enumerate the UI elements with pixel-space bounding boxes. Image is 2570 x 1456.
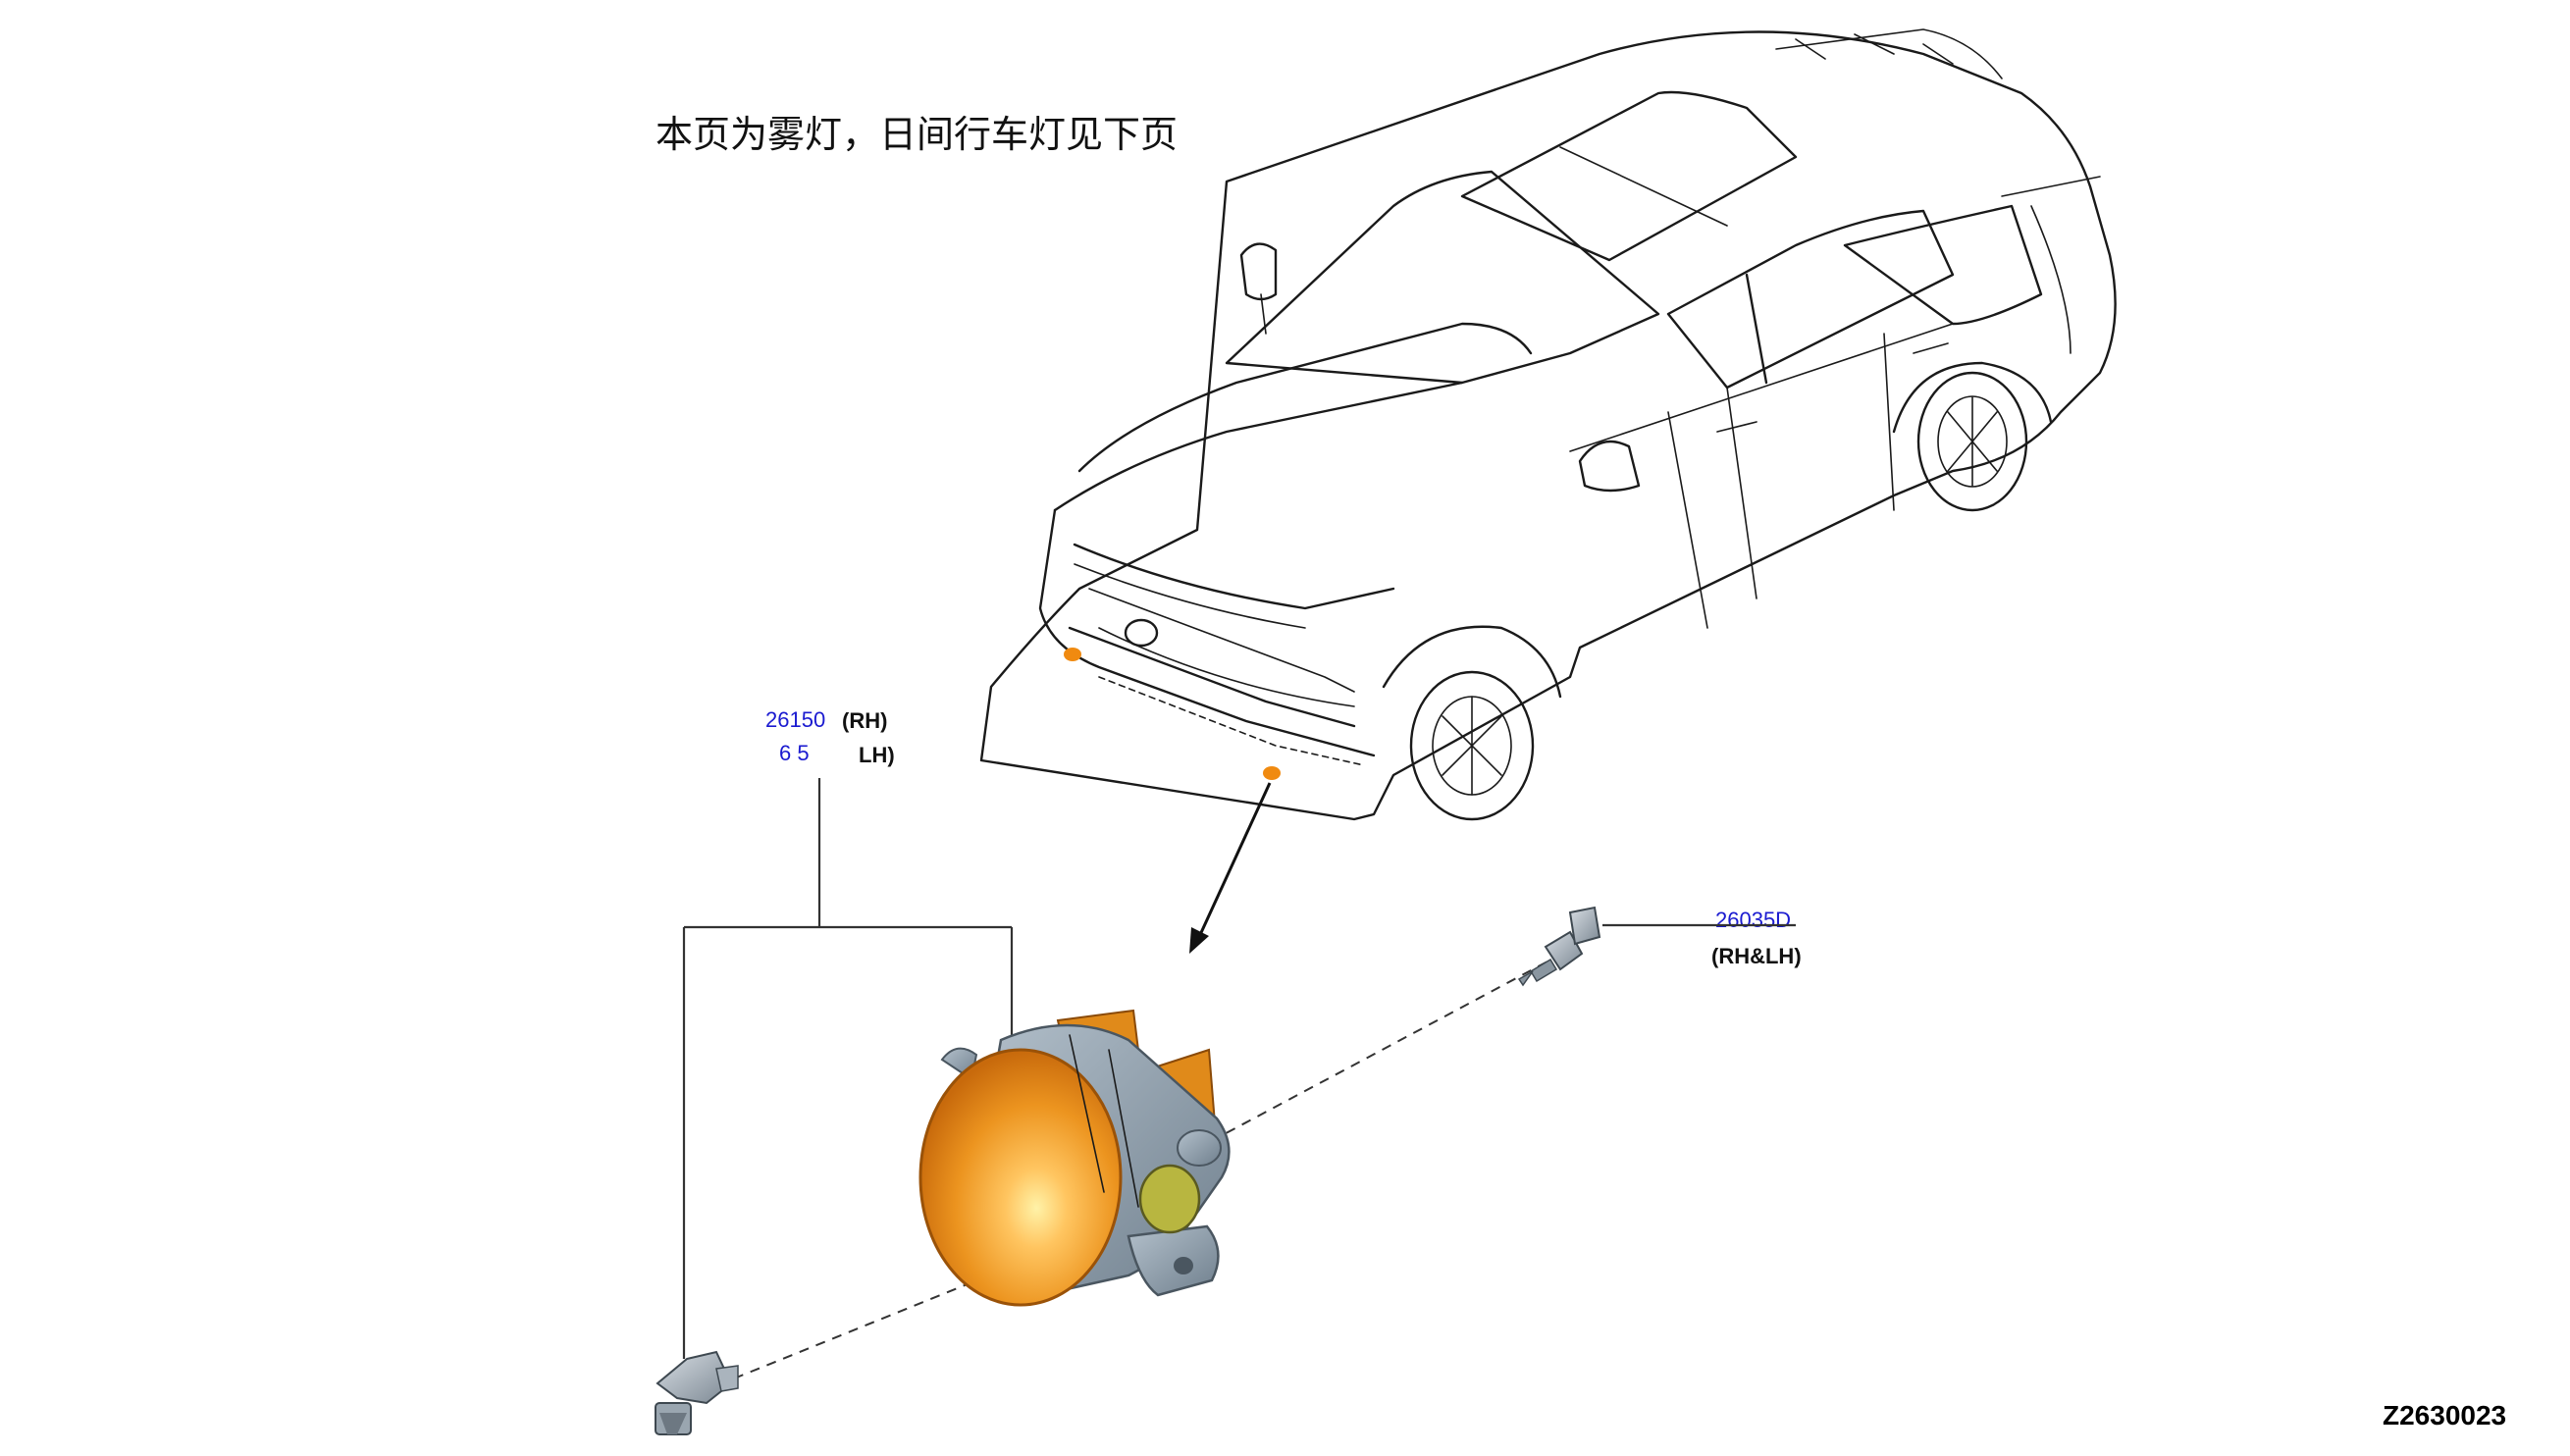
fog-lamp-part-number-2: 6 5	[779, 741, 810, 765]
lamp-side-boss	[1177, 1129, 1222, 1167]
fog-lamp-marker-right	[1263, 766, 1281, 780]
screw-upper	[1517, 906, 1601, 987]
screw-lower	[655, 1350, 739, 1435]
screw-part-number: 26035D	[1715, 908, 1791, 932]
vehicle-outline	[979, 28, 2117, 821]
page-note: 本页为雾灯，日间行车灯见下页	[656, 113, 1178, 156]
lamp-bulb-socket	[1138, 1164, 1201, 1234]
figure-id: Z2630023	[2383, 1400, 2506, 1430]
lamp-lens	[918, 1048, 1123, 1307]
fog-lamp-markers	[1064, 648, 1281, 780]
fog-lamp-marker-left	[1064, 648, 1081, 661]
fog-lamp-leader	[682, 778, 1014, 1359]
location-arrow	[1189, 782, 1272, 954]
lamp-mount-hole	[1174, 1257, 1193, 1274]
screw-side: (RH&LH)	[1711, 944, 1802, 968]
lamp-mount-tab	[1127, 1224, 1220, 1297]
fog-lamp-side-1: (RH)	[842, 708, 887, 733]
fog-lamp-side-2: LH)	[859, 743, 895, 767]
fog-lamp-part-number-1: 26150	[765, 707, 825, 732]
fog-lamp-callout: 26150 (RH) 6 5 LH)	[682, 707, 1014, 1359]
screw-axis-upper	[1216, 953, 1563, 1139]
screw-callout: 26035D (RH&LH)	[1602, 908, 1802, 968]
fog-lamp-assembly	[918, 1009, 1231, 1307]
